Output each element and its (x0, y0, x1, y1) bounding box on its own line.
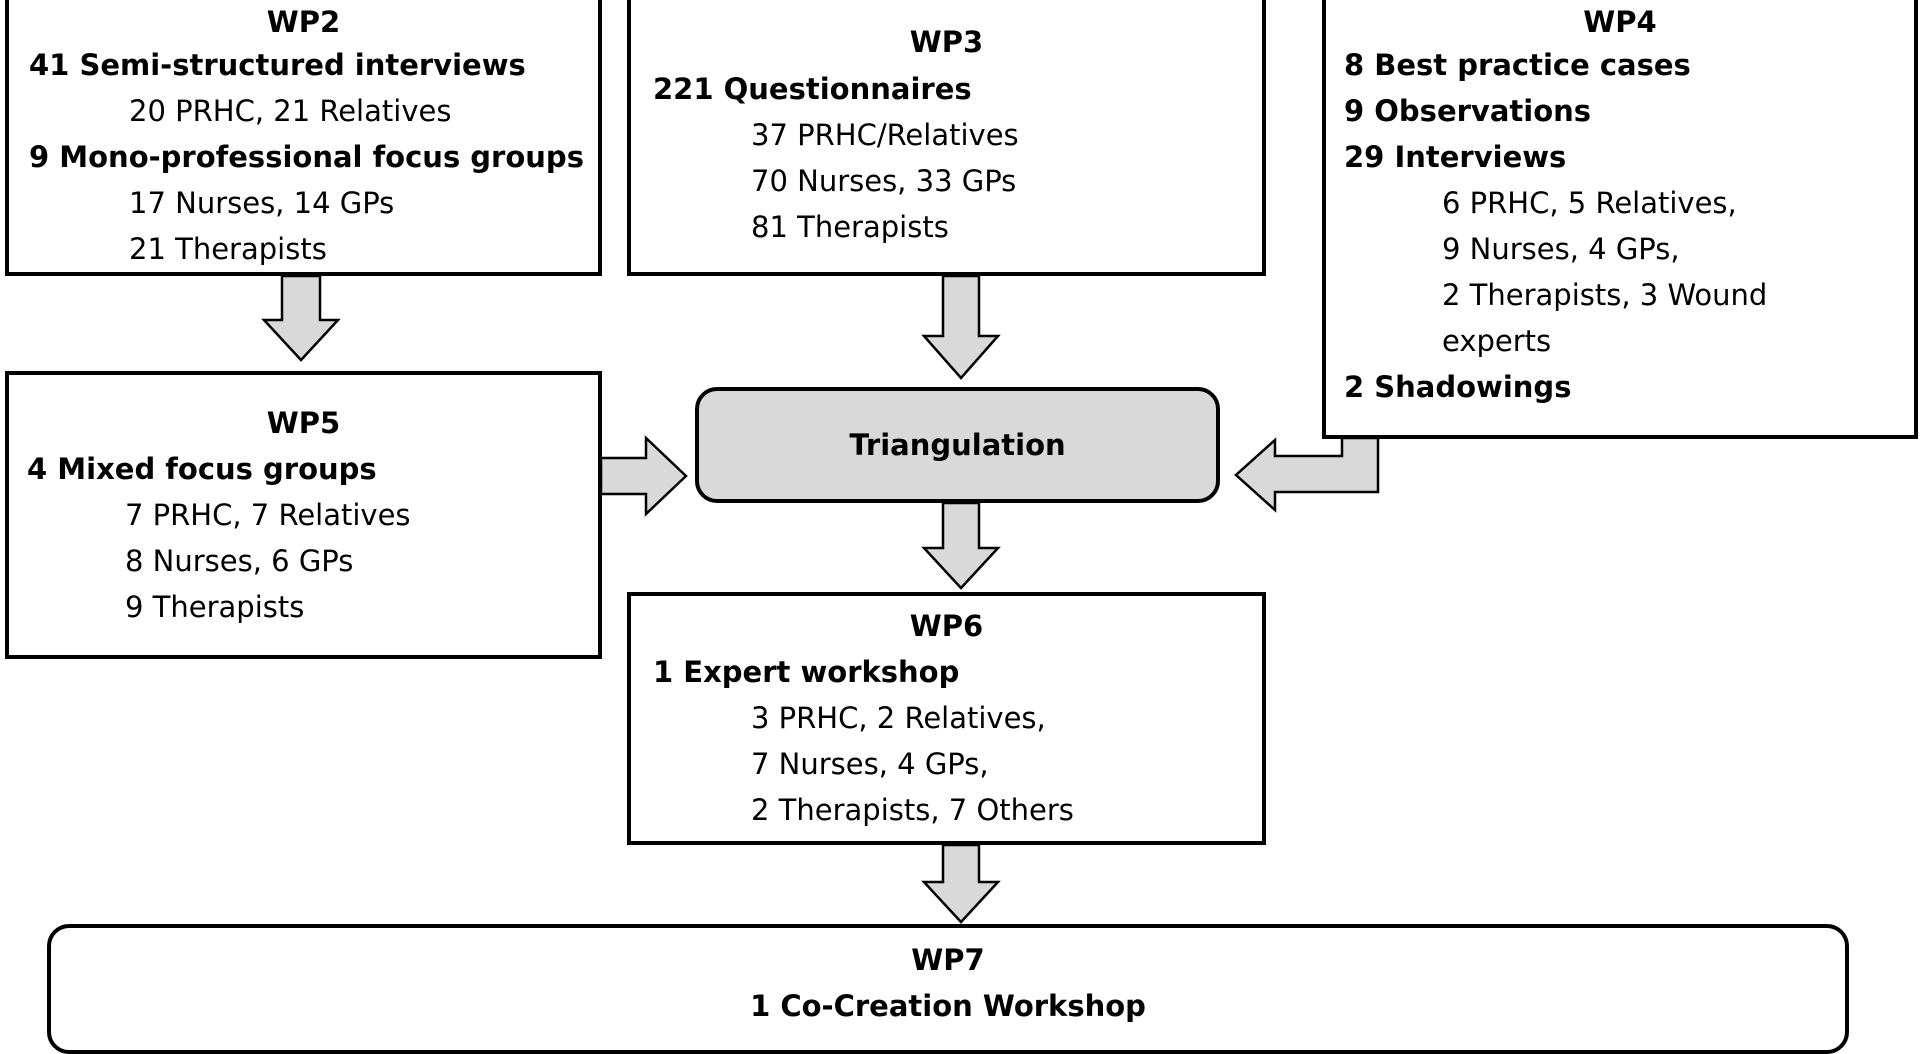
wp6-box: WP6 1 Expert workshop 3 PRHC, 2 Relative… (627, 592, 1266, 845)
connector-arrows (261, 274, 1380, 924)
wp4-line-5: 9 Nurses, 4 GPs, (1442, 232, 1680, 266)
wp5-line-2: 7 PRHC, 7 Relatives (125, 498, 411, 532)
wp4-line-4: 6 PRHC, 5 Relatives, (1442, 186, 1737, 220)
wp5-box: WP5 4 Mixed focus groups 7 PRHC, 7 Relat… (5, 371, 602, 659)
wp4-line-3: 29 Interviews (1344, 140, 1567, 174)
wp6-line-4: 2 Therapists, 7 Others (751, 793, 1074, 827)
wp4-line-1: 8 Best practice cases (1344, 48, 1691, 82)
wp2-line-4: 17 Nurses, 14 GPs (129, 186, 395, 220)
wp2-line-3: 9 Mono-professional focus groups (29, 140, 584, 174)
wp4-box: WP4 8 Best practice cases 9 Observations… (1322, 0, 1918, 439)
wp6-line-1: 1 Expert workshop (653, 655, 960, 689)
arrow-triangulation-to-wp6 (921, 501, 1001, 590)
wp4-title: WP4 (1583, 5, 1657, 39)
wp4-line-7: experts (1442, 324, 1552, 358)
wp6-line-2: 3 PRHC, 2 Relatives, (751, 701, 1046, 735)
wp7-line-1: 1 Co-Creation Workshop (750, 989, 1146, 1023)
wp4-line-6: 2 Therapists, 3 Wound (1442, 278, 1768, 312)
wp2-line-1: 41 Semi-structured interviews (29, 48, 526, 82)
arrow-wp2-to-wp5 (261, 274, 341, 362)
arrow-wp6-to-wp7 (921, 843, 1001, 924)
wp6-line-3: 7 Nurses, 4 GPs, (751, 747, 989, 781)
wp5-line-4: 9 Therapists (125, 590, 305, 624)
arrow-wp3-to-triangulation (921, 274, 1001, 380)
wp3-line-4: 81 Therapists (751, 210, 949, 244)
triangulation-label: Triangulation (849, 428, 1066, 462)
wp2-line-5: 21 Therapists (129, 232, 327, 266)
wp4-line-2: 9 Observations (1344, 94, 1592, 128)
wp3-box: WP3 221 Questionnaires 37 PRHC/Relatives… (627, 0, 1266, 276)
wp3-title: WP3 (909, 25, 984, 59)
wp3-line-2: 37 PRHC/Relatives (751, 118, 1019, 152)
wp5-line-1: 4 Mixed focus groups (27, 452, 377, 486)
arrow-wp5-to-triangulation (599, 435, 688, 517)
arrow-wp4-to-triangulation (1234, 436, 1380, 513)
wp6-title: WP6 (909, 609, 984, 643)
wp3-line-3: 70 Nurses, 33 GPs (751, 164, 1017, 198)
wp7-title: WP7 (911, 943, 985, 977)
wp3-line-1: 221 Questionnaires (653, 72, 972, 106)
wp5-line-3: 8 Nurses, 6 GPs (125, 544, 354, 578)
triangulation-box: Triangulation (695, 387, 1220, 503)
wp2-box: WP2 41 Semi-structured interviews 20 PRH… (5, 0, 602, 276)
wp2-line-2: 20 PRHC, 21 Relatives (129, 94, 452, 128)
wp7-box: WP7 1 Co-Creation Workshop (47, 924, 1849, 1054)
wp2-title: WP2 (266, 5, 341, 39)
wp5-title: WP5 (266, 406, 341, 440)
wp4-line-8: 2 Shadowings (1344, 370, 1572, 404)
